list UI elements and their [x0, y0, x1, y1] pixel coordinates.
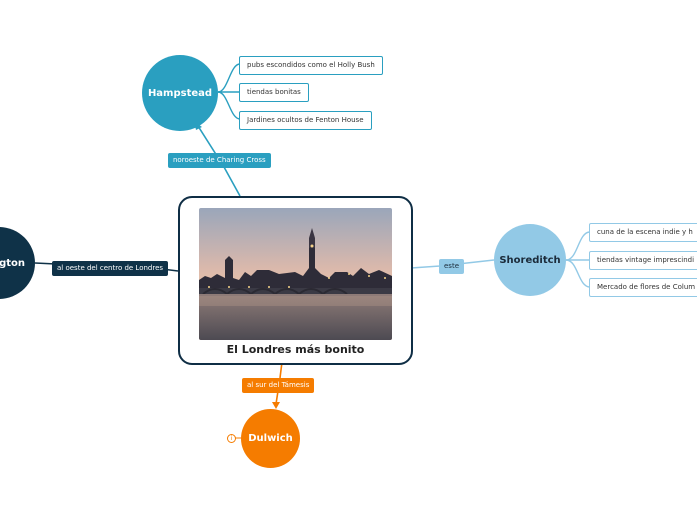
hampstead-leaf-3[interactable]: Jardines ocultos de Fenton House: [239, 111, 372, 130]
relation-label-hampstead[interactable]: noroeste de Charing Cross: [168, 153, 271, 168]
relation-label-kensington[interactable]: al oeste del centro de Londres: [52, 261, 169, 276]
topic-kensington-label: ngton: [0, 257, 25, 269]
shoreditch-leaf-2[interactable]: tiendas vintage imprescindi: [589, 251, 697, 270]
info-icon[interactable]: i: [227, 434, 236, 443]
topic-shoreditch[interactable]: Shoreditch: [494, 224, 566, 296]
central-topic-title: El Londres más bonito: [226, 343, 365, 356]
london-westminster-photo: [199, 208, 392, 340]
central-topic[interactable]: El Londres más bonito: [178, 196, 413, 365]
shoreditch-leaf-1[interactable]: cuna de la escena indie y h: [589, 223, 697, 242]
relation-label-shoreditch[interactable]: este: [439, 259, 465, 274]
topic-dulwich-label: Dulwich: [248, 433, 293, 444]
relation-label-dulwich[interactable]: al sur del Támesis: [242, 378, 315, 393]
shoreditch-leaf-3[interactable]: Mercado de flores de Colum: [589, 278, 697, 297]
hampstead-leaf-2[interactable]: tiendas bonitas: [239, 83, 309, 102]
hampstead-leaf-1[interactable]: pubs escondidos como el Holly Bush: [239, 56, 383, 75]
topic-dulwich[interactable]: Dulwich: [241, 409, 300, 468]
topic-hampstead[interactable]: Hampstead: [142, 55, 218, 131]
topic-shoreditch-label: Shoreditch: [499, 254, 561, 266]
topic-hampstead-label: Hampstead: [147, 87, 213, 99]
